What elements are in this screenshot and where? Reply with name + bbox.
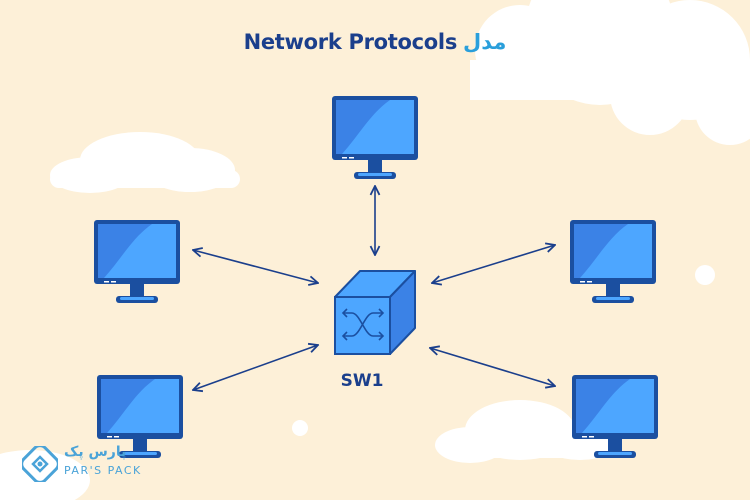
switch-label: SW1 bbox=[341, 371, 384, 391]
title-english: Network Protocols bbox=[243, 30, 458, 54]
cloud-dot bbox=[695, 265, 715, 285]
computer-right-lower bbox=[572, 375, 658, 458]
computer-left-upper bbox=[94, 220, 180, 303]
cloud-bottom-right bbox=[435, 400, 620, 463]
link-left-lower bbox=[193, 345, 318, 390]
parspack-logo-icon bbox=[22, 446, 58, 482]
cloud-left bbox=[50, 132, 240, 193]
switch-cube-icon bbox=[334, 270, 416, 355]
link-right-lower bbox=[430, 348, 555, 386]
parspack-logo: پارس پک PAR'S PACK bbox=[22, 442, 182, 486]
computer-top bbox=[332, 96, 418, 179]
computer-right-upper bbox=[570, 220, 656, 303]
cloud-dot bbox=[292, 420, 308, 436]
logo-text-persian: پارس پک bbox=[64, 444, 127, 460]
title-persian: مدل bbox=[463, 30, 507, 54]
link-left-upper bbox=[193, 250, 318, 283]
logo-text-english: PAR'S PACK bbox=[64, 464, 142, 477]
cloud-top-right bbox=[470, 0, 750, 145]
link-right-upper bbox=[432, 245, 555, 283]
